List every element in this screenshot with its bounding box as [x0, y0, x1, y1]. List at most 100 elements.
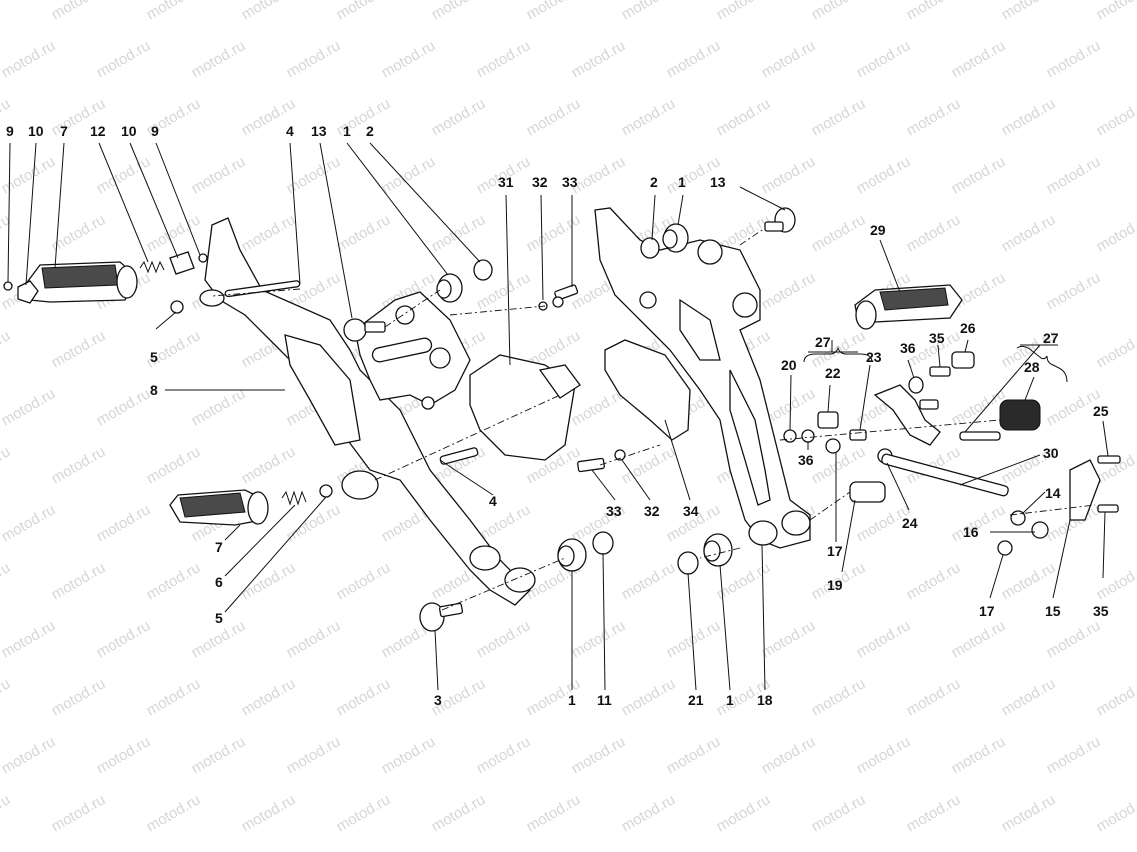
left-bracket-slot: [284, 334, 361, 446]
watermark-text: motod.ru: [334, 675, 394, 719]
bolt-13b: [764, 207, 796, 233]
watermark-text: motod.ru: [904, 675, 964, 719]
callout-27b: 27: [1043, 330, 1059, 346]
nut-36a: [801, 429, 815, 443]
brace-27b: [1016, 345, 1068, 383]
left-plate-slot: [371, 337, 433, 363]
watermark-text: motod.ru: [0, 327, 13, 371]
watermark-text: motod.ru: [474, 37, 534, 81]
left-bracket-hole-2: [504, 567, 536, 593]
callout-1a: 1: [343, 123, 351, 139]
plate-10b: [169, 251, 195, 275]
callout-32a: 32: [532, 174, 548, 190]
watermark-text: motod.ru: [809, 95, 869, 139]
watermark-text: motod.ru: [0, 733, 58, 777]
right-bracket-hole-c: [639, 291, 657, 309]
washer-36b: [908, 376, 924, 394]
watermark-text: motod.ru: [239, 443, 299, 487]
watermark-text: motod.ru: [94, 385, 154, 429]
callout-15: 15: [1045, 603, 1061, 619]
watermark-text: motod.ru: [49, 443, 109, 487]
brace-27a: [803, 346, 873, 363]
bolt-3: [419, 602, 464, 632]
pin-10a: [17, 280, 39, 304]
watermark-text: motod.ru: [759, 269, 819, 313]
right-heel-guard: [604, 339, 691, 441]
spring-12: [139, 260, 165, 274]
watermark-text: motod.ru: [284, 617, 344, 661]
watermark-text: motod.ru: [619, 443, 679, 487]
leader-lines: [7, 142, 1109, 691]
watermark-text: motod.ru: [759, 153, 819, 197]
left-bracket-hole-1: [469, 545, 501, 571]
left-plate-hole-small: [421, 396, 435, 410]
bushing-22: [817, 411, 839, 429]
watermark-text: motod.ru: [144, 211, 204, 255]
watermark-text: motod.ru: [379, 733, 439, 777]
callout-12: 12: [90, 123, 106, 139]
watermark-text: motod.ru: [904, 559, 964, 603]
callout-23: 23: [866, 349, 882, 365]
watermark-text: motod.ru: [239, 791, 299, 835]
watermark-text: motod.ru: [524, 0, 584, 23]
bolt-35b: [1097, 504, 1119, 513]
pin-23: [849, 429, 867, 441]
watermark-text: motod.ru: [0, 501, 58, 545]
watermark-text: motod.ru: [904, 95, 964, 139]
washer-2a: [473, 259, 493, 281]
callout-13b: 13: [710, 174, 726, 190]
watermark-text: motod.ru: [1094, 211, 1137, 255]
callout-30: 30: [1043, 445, 1059, 461]
left-plate-hole: [429, 347, 451, 369]
left-footrest-bottom: [169, 489, 269, 526]
callout-10b: 10: [121, 123, 137, 139]
watermark-text: motod.ru: [49, 791, 109, 835]
callout-labels: 9 10 7 12 10 9 4 13 1 2 31 32 33 2 1 13 …: [6, 123, 1109, 708]
right-lower-hole-1: [748, 520, 778, 546]
watermark-text: motod.ru: [714, 95, 774, 139]
watermark-text: motod.ru: [999, 675, 1059, 719]
watermark-text: motod.ru: [569, 37, 629, 81]
watermark-text: motod.ru: [239, 675, 299, 719]
watermark-text: motod.ru: [809, 675, 869, 719]
watermark-text: motod.ru: [474, 617, 534, 661]
watermark-text: motod.ru: [189, 153, 249, 197]
callout-4b: 4: [489, 493, 497, 509]
watermark-text: motod.ru: [1044, 37, 1104, 81]
callout-27a: 27: [815, 334, 831, 350]
watermark-text: motod.ru: [619, 791, 679, 835]
callout-26: 26: [960, 320, 976, 336]
right-bracket-hole-b: [732, 292, 758, 318]
watermark-text: motod.ru: [49, 675, 109, 719]
watermark-text: motod.ru: [524, 211, 584, 255]
watermark-text: motod.ru: [1094, 95, 1137, 139]
watermark-text: motod.ru: [474, 733, 534, 777]
watermark-text: motod.ru: [999, 95, 1059, 139]
callout-5b: 5: [215, 610, 223, 626]
left-footrest-bracket: [204, 217, 531, 606]
callout-8: 8: [150, 382, 158, 398]
clip-5a: [170, 300, 184, 314]
watermark-text: motod.ru: [809, 791, 869, 835]
watermark-text: motod.ru: [949, 153, 1009, 197]
right-bracket-hole-a: [697, 239, 723, 265]
watermark-text: motod.ru: [854, 733, 914, 777]
left-footrest-top: [24, 261, 138, 303]
watermark-text: motod.ru: [0, 385, 58, 429]
callout-9b: 9: [151, 123, 159, 139]
callout-2a: 2: [366, 123, 374, 139]
watermark-text: motod.ru: [284, 733, 344, 777]
watermark-text: motod.ru: [949, 37, 1009, 81]
pin-28: [959, 431, 1001, 441]
watermark-text: motod.ru: [189, 37, 249, 81]
watermark-text: motod.ru: [144, 0, 204, 23]
bolt-33a: [552, 284, 579, 308]
watermark-text: motod.ru: [0, 443, 13, 487]
bushing-1b: [662, 223, 689, 253]
bushing-1d: [703, 533, 733, 567]
bushing-1a: [436, 273, 463, 303]
watermark-text: motod.ru: [0, 675, 13, 719]
watermark-text: motod.ru: [334, 791, 394, 835]
clip-5b: [319, 484, 333, 498]
lever-23: [873, 384, 941, 446]
